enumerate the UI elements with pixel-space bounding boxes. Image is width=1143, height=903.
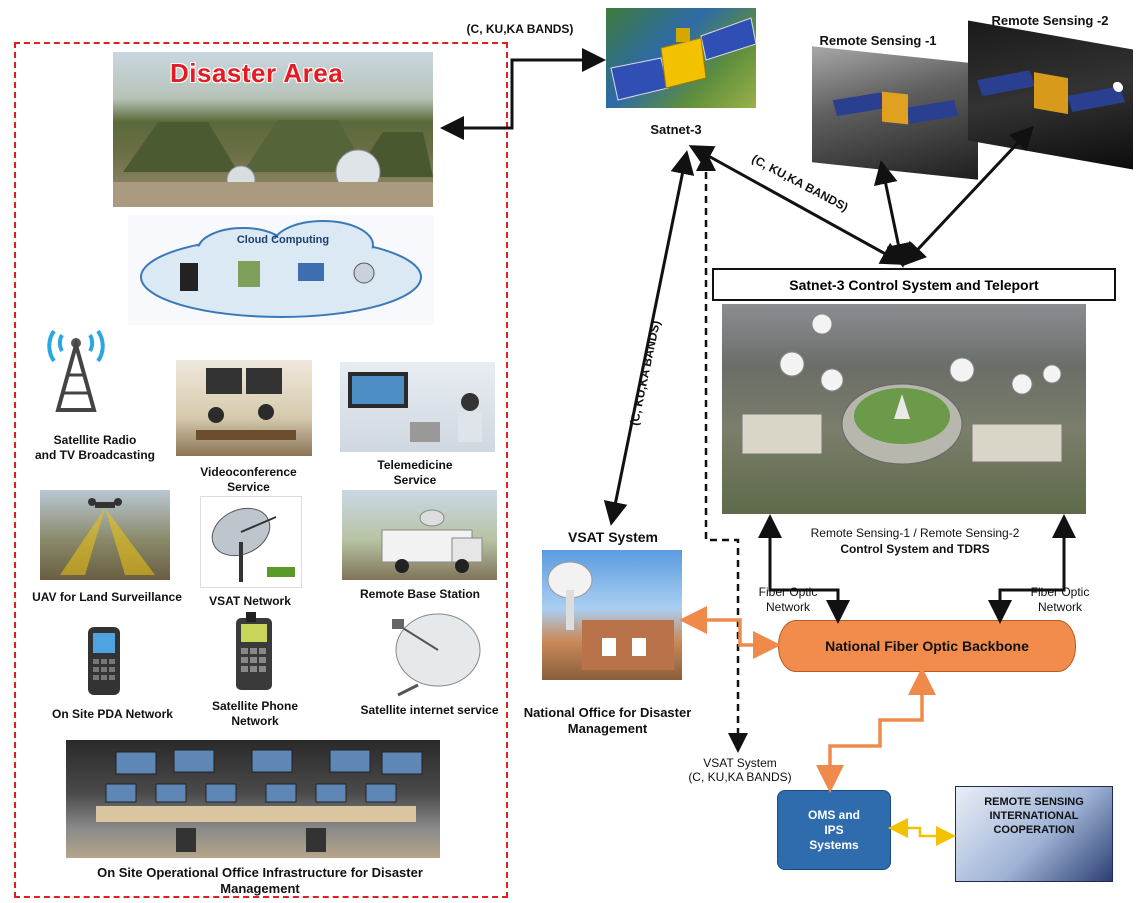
rs-control-label-1: Remote Sensing-1 / Remote Sensing-2 — [810, 526, 1020, 540]
videoconference-label-1: Videoconference — [200, 465, 297, 479]
vsat-bands-label-2: (C, KU,KA BANDS) — [688, 770, 792, 784]
remote-sensing-2-image — [968, 20, 1133, 170]
national-fiber-backbone: National Fiber Optic Backbone — [778, 620, 1076, 672]
oms-label-2: IPS — [824, 822, 844, 837]
vsat-system-label: VSAT System — [568, 529, 658, 545]
fiber-left-label-1: Fiber Optic — [758, 585, 818, 599]
fiber-right-label-1: Fiber Optic — [1030, 585, 1090, 599]
videoconference-photo — [176, 360, 312, 456]
cloud-computing-title: Cloud Computing — [236, 234, 330, 246]
intl-label-2: INTERNATIONAL — [989, 810, 1079, 822]
telemedicine-label-2: Service — [393, 473, 437, 487]
link-oms-intl — [888, 818, 956, 846]
oms-ips-box: OMS and IPS Systems — [777, 790, 891, 870]
teleport-aerial-photo — [722, 304, 1086, 514]
sat-phone-label-2: Network — [231, 714, 279, 728]
bands-vertical-label: (C, KU,KA BANDS) — [627, 319, 663, 427]
on-site-region-border — [14, 42, 508, 898]
international-cooperation-box: REMOTE SENSING INTERNATIONAL COOPERATION — [955, 786, 1113, 882]
remote-sensing-1-image — [812, 46, 978, 180]
phone-icon — [232, 612, 276, 692]
rs-control-label-2: Control System and TDRS — [840, 542, 990, 556]
cloud-icon — [140, 220, 422, 318]
ops-office-label-2: Management — [220, 881, 300, 896]
link-backbone-oms — [816, 667, 936, 793]
remote-sensing-2-label: Remote Sensing -2 — [991, 13, 1109, 28]
intl-label-3: COOPERATION — [993, 824, 1075, 836]
telemedicine-label-1: Telemedicine — [377, 458, 453, 472]
satellite-dish-icon — [392, 613, 481, 697]
ops-office-label-1: On Site Operational Office Infrastructur… — [97, 865, 423, 880]
link-rs1-teleport — [873, 160, 911, 268]
oms-label-3: Systems — [809, 837, 859, 852]
satellite-radio-label-2: and TV Broadcasting — [34, 448, 156, 462]
vsat-bands-label-1: VSAT System — [703, 756, 777, 770]
tents-illustration — [113, 120, 433, 207]
fiber-right-label-2: Network — [1037, 600, 1082, 614]
satellite-icon — [610, 17, 756, 101]
link-office-backbone — [679, 606, 781, 659]
satnet3-label: Satnet-3 — [650, 122, 702, 137]
national-office-label-1: National Office for Disaster — [523, 705, 692, 720]
satellite-internet-photo — [368, 605, 488, 697]
satellite-dish-icon — [211, 507, 295, 582]
fiber-left-label-2: Network — [765, 600, 810, 614]
satellite-icon — [832, 91, 959, 125]
sat-internet-label: Satellite internet service — [360, 703, 499, 717]
uav-photo — [40, 490, 170, 580]
telemedicine-photo — [340, 362, 495, 452]
national-office-label-2: Management — [567, 721, 648, 736]
operational-office-photo — [66, 740, 440, 858]
vsat-network-photo — [200, 496, 302, 588]
intl-label-1: REMOTE SENSING — [984, 796, 1084, 808]
vsat-network-label: VSAT Network — [209, 594, 291, 608]
uav-label: UAV for Land Surveillance — [32, 590, 182, 604]
pda-label: On Site PDA Network — [52, 707, 173, 721]
disaster-area-title: Disaster Area — [170, 58, 344, 88]
radio-tower-icon — [36, 315, 116, 415]
satellite-radio-label-1: Satellite Radio — [53, 433, 137, 447]
oms-label-1: OMS and — [807, 807, 860, 822]
remote-base-station-photo — [342, 490, 497, 580]
national-office-photo — [542, 550, 682, 680]
pda-icon — [86, 625, 122, 697]
disaster-area-photo — [113, 52, 433, 207]
satnet3-satellite-image — [606, 8, 756, 108]
sat-phone-label-1: Satellite Phone — [211, 699, 299, 713]
satellite-icon — [976, 70, 1126, 115]
remote-base-station-label: Remote Base Station — [359, 587, 481, 601]
satnet3-control-system-title: Satnet-3 Control System and Teleport — [712, 268, 1116, 301]
videoconference-label-2: Service — [227, 480, 270, 494]
remote-sensing-1-label: Remote Sensing -1 — [819, 33, 937, 48]
cloud-computing-panel: Cloud Computing — [128, 215, 434, 325]
bands-top-label: (C, KU,KA BANDS) — [466, 22, 574, 36]
